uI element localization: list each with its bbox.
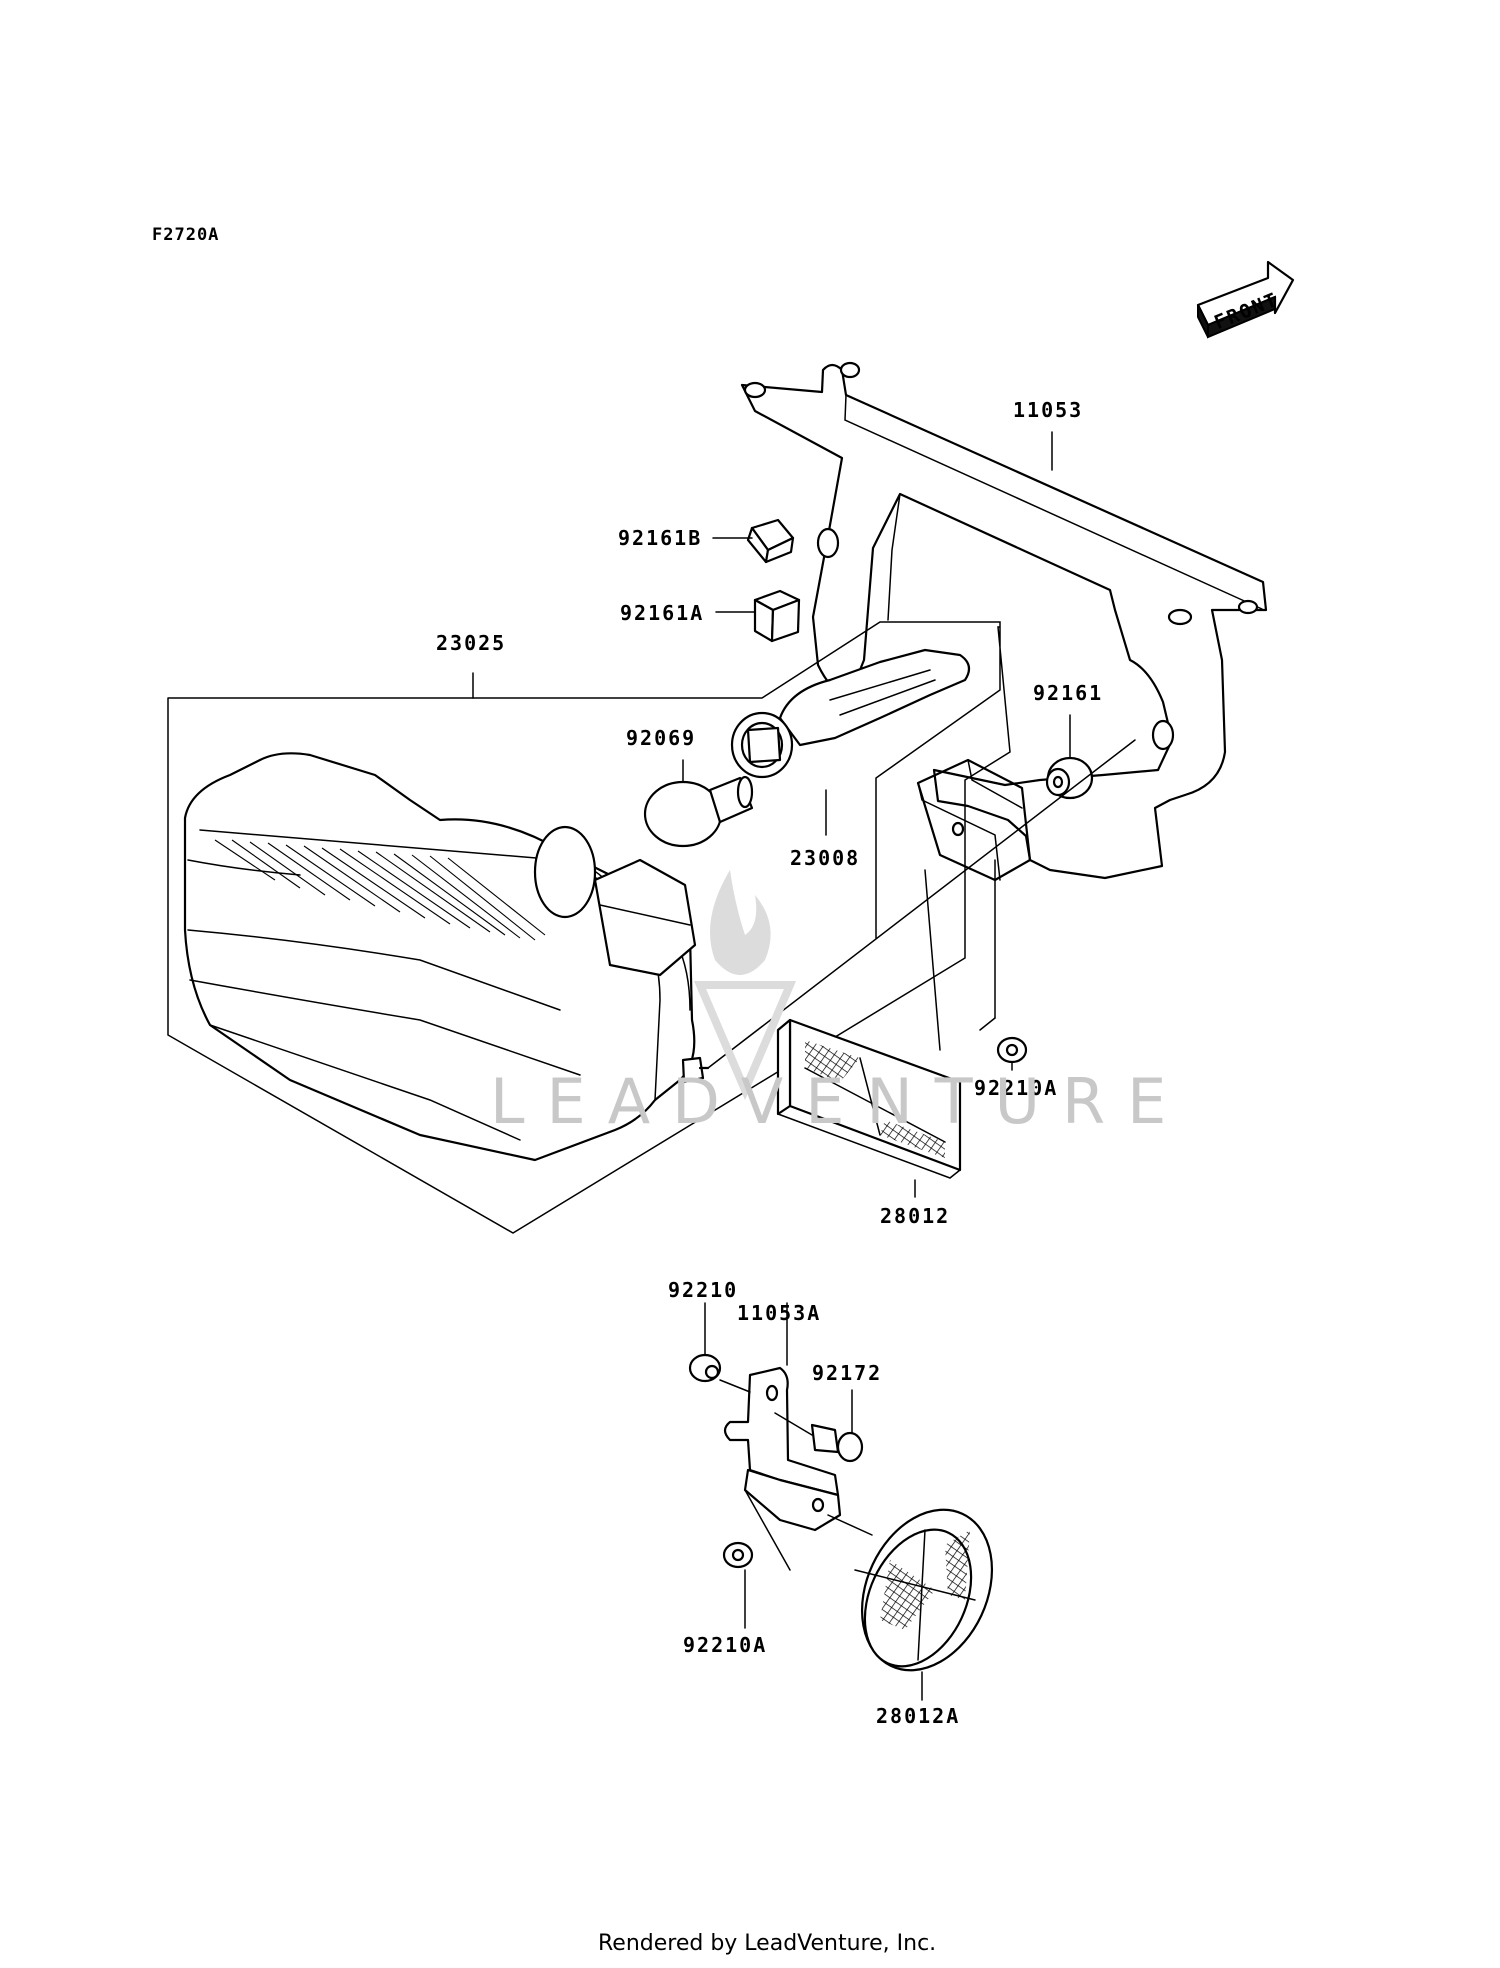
watermark: LEADVENTURE xyxy=(490,870,1188,1138)
cushion-b xyxy=(746,518,795,564)
socket-wires xyxy=(730,648,971,779)
leader-lines xyxy=(472,431,1071,1198)
watermark-text: LEADVENTURE xyxy=(490,1065,1188,1138)
bolt-icon xyxy=(774,1389,864,1463)
part-label-92161b[interactable]: 92161B xyxy=(618,526,702,550)
part-label-11053a[interactable]: 11053A xyxy=(737,1301,821,1325)
part-label-92161a[interactable]: 92161A xyxy=(620,601,704,625)
reflector-rect xyxy=(776,1018,962,1179)
diagram-code: F2720A xyxy=(152,225,219,245)
reflector-round xyxy=(827,1508,994,1701)
bulb-icon xyxy=(643,775,754,848)
tail-lamp-housing xyxy=(183,752,710,1162)
nut-lower-icon xyxy=(688,1302,751,1393)
part-label-92069[interactable]: 92069 xyxy=(626,726,696,750)
part-label-23025[interactable]: 23025 xyxy=(436,631,506,655)
nut-bottom-icon xyxy=(722,1541,754,1629)
assembly-bracket-lines xyxy=(167,621,1011,1234)
part-label-92210a-upper[interactable]: 92210A xyxy=(974,1076,1058,1100)
part-label-92210[interactable]: 92210 xyxy=(668,1278,738,1302)
part-label-28012a[interactable]: 28012A xyxy=(876,1704,960,1728)
part-label-92172[interactable]: 92172 xyxy=(812,1361,882,1385)
part-label-23008[interactable]: 23008 xyxy=(790,846,860,870)
part-label-11053[interactable]: 11053 xyxy=(1013,398,1083,422)
footer-credit: Rendered by LeadVenture, Inc. xyxy=(598,1931,936,1956)
part-label-92210a-bottom[interactable]: 92210A xyxy=(683,1633,767,1657)
main-bracket xyxy=(740,361,1268,882)
cushion-a xyxy=(753,589,801,643)
part-label-28012[interactable]: 28012 xyxy=(880,1204,950,1228)
front-arrow-icon: FRONT xyxy=(1196,260,1295,339)
nut-upper-icon xyxy=(924,859,1028,1064)
small-bracket xyxy=(723,1302,842,1571)
part-label-92161[interactable]: 92161 xyxy=(1033,681,1103,705)
